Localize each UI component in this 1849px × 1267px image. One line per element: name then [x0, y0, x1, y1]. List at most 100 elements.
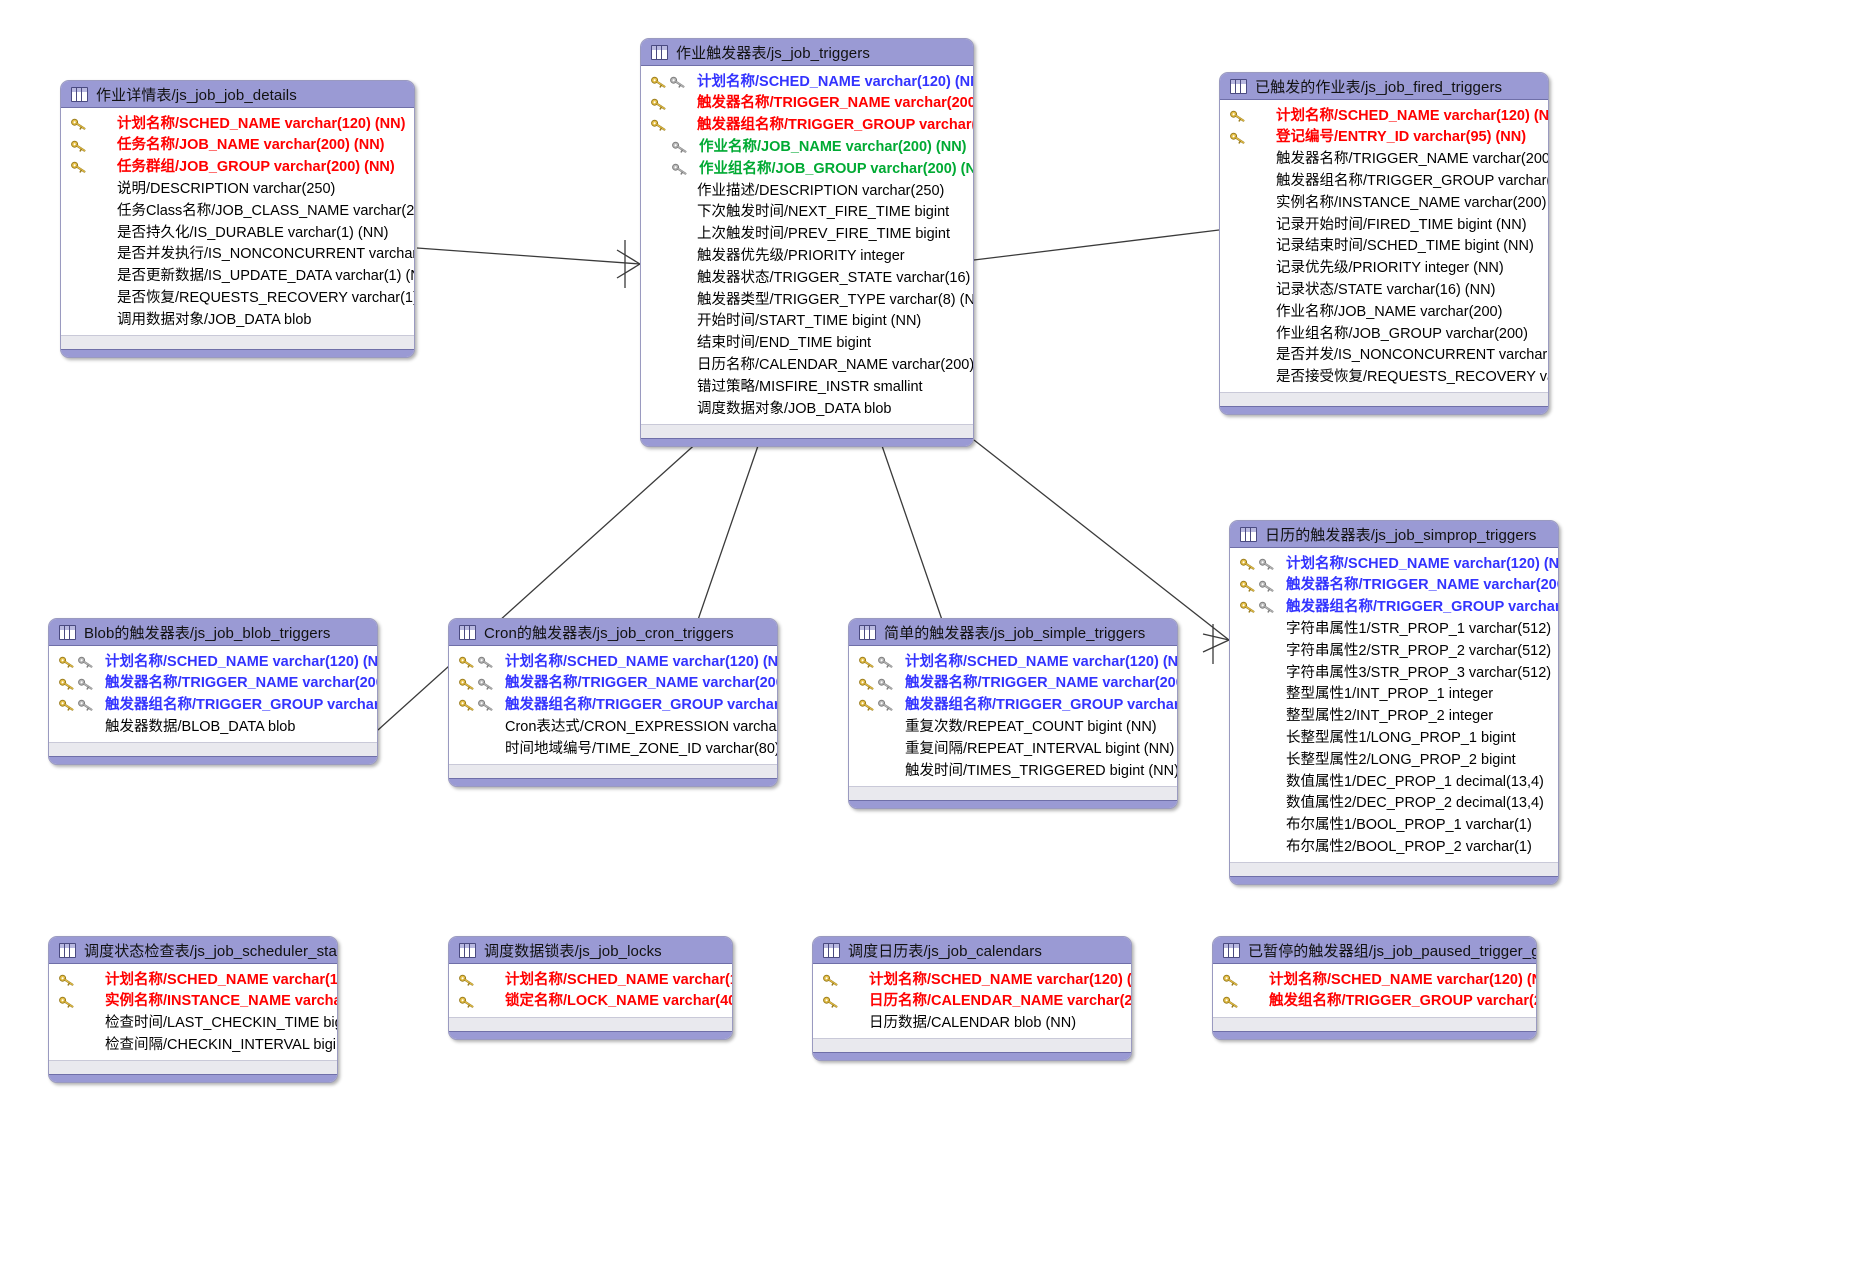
attribute-row[interactable]: 作业名称/JOB_NAME varchar(200) (NN): [641, 136, 973, 158]
entity-js_job_locks[interactable]: 调度数据锁表/js_job_locks 计划名称/SCHED_NAME varch…: [448, 936, 733, 1040]
attribute-row[interactable]: 是否更新数据/IS_UPDATE_DATA varchar(1) (NN): [61, 266, 414, 288]
attribute-row[interactable]: 长整型属性2/LONG_PROP_2 bigint: [1230, 749, 1558, 771]
attribute-row[interactable]: 记录开始时间/FIRED_TIME bigint (NN): [1220, 214, 1548, 236]
entity-header-js_job_paused_trigger_grps[interactable]: 已暂停的触发器组/js_job_paused_trigger_grps: [1213, 937, 1536, 964]
attribute-row[interactable]: 日历数据/CALENDAR blob (NN): [813, 1013, 1131, 1035]
attribute-row[interactable]: 触发器名称/TRIGGER_NAME varchar(200) (NN): [1230, 575, 1558, 597]
attribute-row[interactable]: 重复间隔/REPEAT_INTERVAL bigint (NN): [849, 738, 1177, 760]
attribute-row[interactable]: 布尔属性2/BOOL_PROP_2 varchar(1): [1230, 836, 1558, 858]
attribute-row[interactable]: 错过策略/MISFIRE_INSTR smallint: [641, 376, 973, 398]
attribute-row[interactable]: 任务群组/JOB_GROUP varchar(200) (NN): [61, 157, 414, 179]
attribute-row[interactable]: 字符串属性2/STR_PROP_2 varchar(512): [1230, 640, 1558, 662]
attribute-row[interactable]: 说明/DESCRIPTION varchar(250): [61, 178, 414, 200]
attribute-row[interactable]: 触发器名称/TRIGGER_NAME varchar(200) (NN): [641, 93, 973, 115]
attribute-row[interactable]: 触发组名称/TRIGGER_GROUP varchar(200) (NN): [1213, 991, 1536, 1013]
attribute-row[interactable]: 调度数据对象/JOB_DATA blob: [641, 398, 973, 420]
attribute-row[interactable]: 是否并发执行/IS_NONCONCURRENT varchar(1) (NN): [61, 244, 414, 266]
attribute-row[interactable]: 触发器类型/TRIGGER_TYPE varchar(8) (NN): [641, 289, 973, 311]
attribute-row[interactable]: 任务名称/JOB_NAME varchar(200) (NN): [61, 135, 414, 157]
entity-js_job_blob_triggers[interactable]: Blob的触发器表/js_job_blob_triggers 计划名称/SCHED…: [48, 618, 378, 766]
entity-header-js_job_calendars[interactable]: 调度日历表/js_job_calendars: [813, 937, 1131, 964]
attribute-row[interactable]: 是否持久化/IS_DURABLE varchar(1) (NN): [61, 222, 414, 244]
attribute-row[interactable]: 计划名称/SCHED_NAME varchar(120) (NN): [1220, 105, 1548, 127]
entity-js_job_cron_triggers[interactable]: Cron的触发器表/js_job_cron_triggers 计划名称/SCHED…: [448, 618, 778, 787]
entity-js_job_paused_trigger_grps[interactable]: 已暂停的触发器组/js_job_paused_trigger_grps 计划名称/…: [1212, 936, 1537, 1040]
attribute-row[interactable]: 字符串属性1/STR_PROP_1 varchar(512): [1230, 618, 1558, 640]
attribute-row[interactable]: 触发器组名称/TRIGGER_GROUP varchar(200) (NN): [49, 695, 377, 717]
entity-js_job_job_details[interactable]: 作业详情表/js_job_job_details 计划名称/SCHED_NAME …: [60, 80, 415, 358]
attribute-row[interactable]: 记录结束时间/SCHED_TIME bigint (NN): [1220, 236, 1548, 258]
attribute-row[interactable]: 下次触发时间/NEXT_FIRE_TIME bigint: [641, 202, 973, 224]
attribute-row[interactable]: 锁定名称/LOCK_NAME varchar(40) (NN): [449, 991, 732, 1013]
attribute-row[interactable]: 触发器名称/TRIGGER_NAME varchar(200) (NN): [1220, 149, 1548, 171]
attribute-row[interactable]: 检查间隔/CHECKIN_INTERVAL bigint (NN): [49, 1034, 337, 1056]
attribute-row[interactable]: 开始时间/START_TIME bigint (NN): [641, 311, 973, 333]
attribute-row[interactable]: 计划名称/SCHED_NAME varchar(120) (NN): [449, 969, 732, 991]
entity-header-js_job_locks[interactable]: 调度数据锁表/js_job_locks: [449, 937, 732, 964]
attribute-row[interactable]: 触发时间/TIMES_TRIGGERED bigint (NN): [849, 760, 1177, 782]
attribute-row[interactable]: 作业组名称/JOB_GROUP varchar(200): [1220, 323, 1548, 345]
attribute-row[interactable]: 实例名称/INSTANCE_NAME varchar(200) (NN): [1220, 192, 1548, 214]
attribute-row[interactable]: 计划名称/SCHED_NAME varchar(120) (NN): [61, 113, 414, 135]
attribute-row[interactable]: 触发器组名称/TRIGGER_GROUP varchar(200) (NN): [849, 695, 1177, 717]
attribute-row[interactable]: 触发器名称/TRIGGER_NAME varchar(200) (NN): [449, 673, 777, 695]
attribute-row[interactable]: 整型属性1/INT_PROP_1 integer: [1230, 684, 1558, 706]
attribute-row[interactable]: 计划名称/SCHED_NAME varchar(120) (NN): [49, 651, 377, 673]
attribute-row[interactable]: 是否接受恢复/REQUESTS_RECOVERY varchar(1): [1220, 367, 1548, 389]
attribute-row[interactable]: 计划名称/SCHED_NAME varchar(120) (NN): [641, 71, 973, 93]
attribute-row[interactable]: 日历名称/CALENDAR_NAME varchar(200): [641, 354, 973, 376]
attribute-row[interactable]: 触发器优先级/PRIORITY integer: [641, 245, 973, 267]
attribute-row[interactable]: 计划名称/SCHED_NAME varchar(120) (NN): [1213, 969, 1536, 991]
attribute-row[interactable]: 登记编号/ENTRY_ID varchar(95) (NN): [1220, 127, 1548, 149]
attribute-row[interactable]: 触发器名称/TRIGGER_NAME varchar(200) (NN): [849, 673, 1177, 695]
entity-js_job_fired_triggers[interactable]: 已触发的作业表/js_job_fired_triggers 计划名称/SCHED_…: [1219, 72, 1549, 416]
attribute-row[interactable]: 记录状态/STATE varchar(16) (NN): [1220, 279, 1548, 301]
attribute-row[interactable]: 检查时间/LAST_CHECKIN_TIME bigint (NN): [49, 1013, 337, 1035]
attribute-row[interactable]: 重复次数/REPEAT_COUNT bigint (NN): [849, 716, 1177, 738]
attribute-row[interactable]: 上次触发时间/PREV_FIRE_TIME bigint: [641, 224, 973, 246]
attribute-row[interactable]: 触发器组名称/TRIGGER_GROUP varchar(200) (NN): [449, 695, 777, 717]
attribute-row[interactable]: 布尔属性1/BOOL_PROP_1 varchar(1): [1230, 815, 1558, 837]
entity-header-js_job_job_details[interactable]: 作业详情表/js_job_job_details: [61, 81, 414, 108]
entity-header-js_job_blob_triggers[interactable]: Blob的触发器表/js_job_blob_triggers: [49, 619, 377, 646]
attribute-row[interactable]: 计划名称/SCHED_NAME varchar(120) (NN): [813, 969, 1131, 991]
entity-js_job_calendars[interactable]: 调度日历表/js_job_calendars 计划名称/SCHED_NAME va…: [812, 936, 1132, 1062]
attribute-row[interactable]: 数值属性2/DEC_PROP_2 decimal(13,4): [1230, 793, 1558, 815]
entity-header-js_job_triggers[interactable]: 作业触发器表/js_job_triggers: [641, 39, 973, 66]
attribute-row[interactable]: 任务Class名称/JOB_CLASS_NAME varchar(250) (N…: [61, 200, 414, 222]
attribute-row[interactable]: 记录优先级/PRIORITY integer (NN): [1220, 258, 1548, 280]
attribute-row[interactable]: 触发器组名称/TRIGGER_GROUP varchar(200) (NN): [641, 115, 973, 137]
attribute-row[interactable]: 计划名称/SCHED_NAME varchar(120) (NN): [849, 651, 1177, 673]
attribute-row[interactable]: 整型属性2/INT_PROP_2 integer: [1230, 706, 1558, 728]
attribute-row[interactable]: 计划名称/SCHED_NAME varchar(120) (NN): [49, 969, 337, 991]
entity-header-js_job_scheduler_state[interactable]: 调度状态检查表/js_job_scheduler_state: [49, 937, 337, 964]
entity-header-js_job_simprop_triggers[interactable]: 日历的触发器表/js_job_simprop_triggers: [1230, 521, 1558, 548]
attribute-row[interactable]: 触发器数据/BLOB_DATA blob: [49, 716, 377, 738]
attribute-row[interactable]: 是否并发/IS_NONCONCURRENT varchar(1): [1220, 345, 1548, 367]
attribute-row[interactable]: 数值属性1/DEC_PROP_1 decimal(13,4): [1230, 771, 1558, 793]
entity-header-js_job_simple_triggers[interactable]: 简单的触发器表/js_job_simple_triggers: [849, 619, 1177, 646]
attribute-row[interactable]: 字符串属性3/STR_PROP_3 varchar(512): [1230, 662, 1558, 684]
attribute-row[interactable]: 长整型属性1/LONG_PROP_1 bigint: [1230, 727, 1558, 749]
attribute-row[interactable]: 时间地域编号/TIME_ZONE_ID varchar(80): [449, 738, 777, 760]
attribute-row[interactable]: 调用数据对象/JOB_DATA blob: [61, 309, 414, 331]
attribute-row[interactable]: 作业组名称/JOB_GROUP varchar(200) (NN): [641, 158, 973, 180]
attribute-row[interactable]: 计划名称/SCHED_NAME varchar(120) (NN): [1230, 553, 1558, 575]
attribute-row[interactable]: 结束时间/END_TIME bigint: [641, 333, 973, 355]
entity-js_job_simprop_triggers[interactable]: 日历的触发器表/js_job_simprop_triggers 计划名称/SCHE…: [1229, 520, 1559, 886]
attribute-row[interactable]: 触发器状态/TRIGGER_STATE varchar(16) (NN): [641, 267, 973, 289]
entity-js_job_scheduler_state[interactable]: 调度状态检查表/js_job_scheduler_state 计划名称/SCHED…: [48, 936, 338, 1084]
entity-header-js_job_fired_triggers[interactable]: 已触发的作业表/js_job_fired_triggers: [1220, 73, 1548, 100]
entity-js_job_simple_triggers[interactable]: 简单的触发器表/js_job_simple_triggers 计划名称/SCHED…: [848, 618, 1178, 809]
attribute-row[interactable]: 是否恢复/REQUESTS_RECOVERY varchar(1) (NN): [61, 287, 414, 309]
attribute-row[interactable]: 日历名称/CALENDAR_NAME varchar(200) (NN): [813, 991, 1131, 1013]
attribute-row[interactable]: 触发器组名称/TRIGGER_GROUP varchar(200) (NN): [1220, 170, 1548, 192]
entity-header-js_job_cron_triggers[interactable]: Cron的触发器表/js_job_cron_triggers: [449, 619, 777, 646]
attribute-row[interactable]: 作业名称/JOB_NAME varchar(200): [1220, 301, 1548, 323]
entity-js_job_triggers[interactable]: 作业触发器表/js_job_triggers 计划名称/SCHED_NAME va…: [640, 38, 974, 447]
attribute-row[interactable]: 触发器名称/TRIGGER_NAME varchar(200) (NN): [49, 673, 377, 695]
attribute-row[interactable]: 计划名称/SCHED_NAME varchar(120) (NN): [449, 651, 777, 673]
attribute-row[interactable]: 实例名称/INSTANCE_NAME varchar(200) (NN): [49, 991, 337, 1013]
attribute-row[interactable]: Cron表达式/CRON_EXPRESSION varchar(120) (NN…: [449, 716, 777, 738]
attribute-row[interactable]: 触发器组名称/TRIGGER_GROUP varchar(200) (NN): [1230, 597, 1558, 619]
